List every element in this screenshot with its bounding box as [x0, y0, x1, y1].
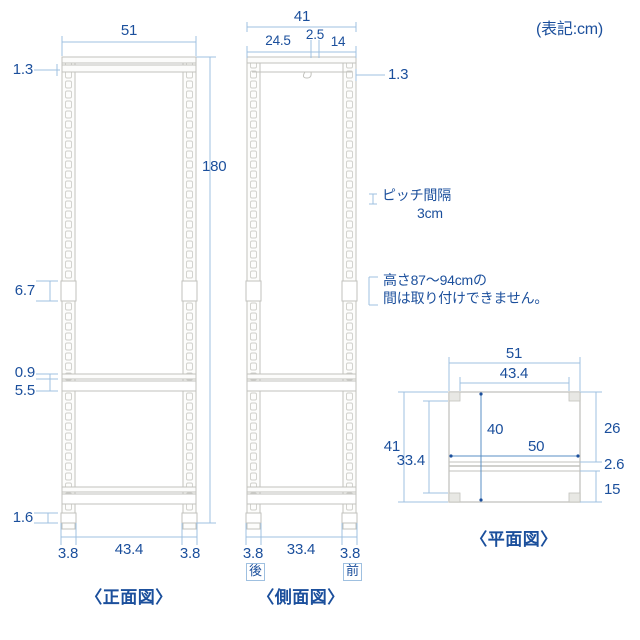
plan-bar-zone-2-6: 2.6	[604, 456, 625, 473]
front-view-geometry	[60, 56, 198, 530]
restriction-note-line2: 間は取り付けできません。	[383, 290, 549, 306]
side-front-post-holes	[346, 60, 353, 511]
plan-front-zone-15: 15	[604, 481, 621, 498]
plan-outer-width-51: 51	[505, 345, 523, 362]
front-view-dimension-lines	[34, 36, 216, 545]
plan-shelf-width-50: 50	[528, 438, 545, 455]
side-post-back-3-8: 3.8	[242, 545, 264, 562]
front-top-shelf-1-3: 1.3	[12, 61, 33, 78]
plan-back-zone-26: 26	[604, 420, 621, 437]
plan-inner-depth-33-4: 33.4	[396, 452, 426, 469]
side-depth-mid-2-5: 2.5	[305, 27, 325, 42]
restriction-note-line1: 高さ87〜94cmの	[383, 272, 487, 288]
plan-view-dimension-lines	[398, 357, 602, 503]
pitch-note-line2: 3cm	[417, 205, 443, 221]
front-shelf-beam-5-5: 5.5	[14, 382, 35, 399]
front-joint-6-7: 6.7	[14, 282, 35, 299]
front-shelf-plate-0-9: 0.9	[14, 364, 35, 381]
side-depth-front-14: 14	[330, 34, 346, 49]
front-foot-1-6: 1.6	[12, 509, 33, 526]
front-width-51: 51	[120, 22, 138, 39]
plan-view-geometry	[448, 391, 581, 503]
side-depth-41: 41	[293, 8, 311, 25]
side-rod-1-3: 1.3	[388, 66, 409, 83]
pitch-note-line1: ピッチ間隔	[382, 187, 451, 203]
side-inner-depth-33-4: 33.4	[286, 541, 316, 558]
plan-view-title: 〈平面図〉	[470, 530, 558, 549]
front-post-left-3-8: 3.8	[57, 545, 79, 562]
side-post-front-3-8: 3.8	[339, 545, 361, 562]
front-post-right-3-8: 3.8	[179, 545, 201, 562]
plan-inner-width-43-4: 43.4	[499, 365, 529, 382]
side-badge-front: 前	[343, 563, 363, 581]
side-badge-back: 後	[246, 563, 266, 581]
unit-note: (表記:cm)	[536, 21, 604, 38]
front-view-title: 〈正面図〉	[85, 588, 173, 607]
side-view-dimension-lines	[245, 22, 385, 545]
side-depth-back-24-5: 24.5	[265, 33, 291, 48]
side-view-title: 〈側面図〉	[257, 588, 345, 607]
front-height-180: 180	[202, 158, 227, 175]
front-inner-width-43-4: 43.4	[114, 541, 144, 558]
plan-shelf-depth-40: 40	[487, 421, 504, 438]
plan-outer-depth-41: 41	[383, 438, 401, 455]
side-view-geometry	[245, 56, 358, 530]
